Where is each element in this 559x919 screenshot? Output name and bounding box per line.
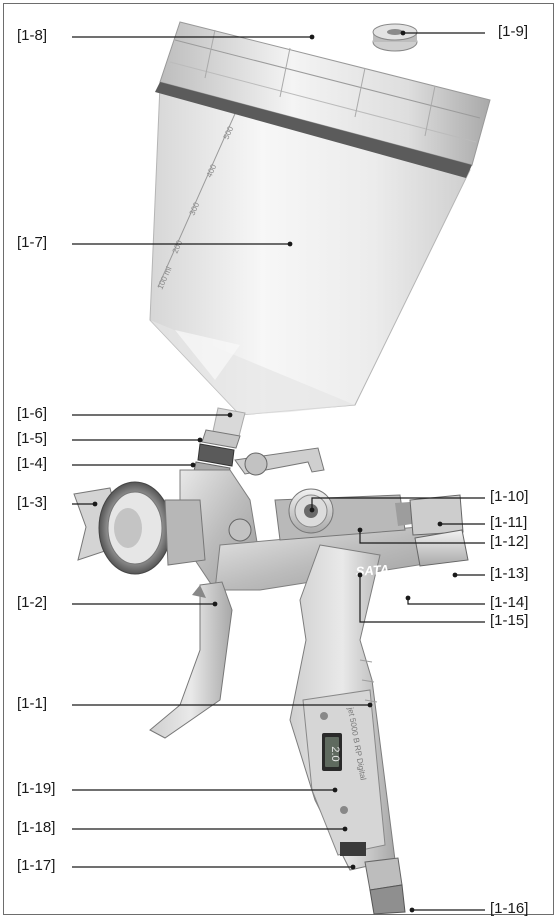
label-1-13: [1-13] bbox=[490, 565, 529, 582]
label-1-6: [1-6] bbox=[17, 405, 48, 422]
leader-dots bbox=[92, 30, 458, 913]
label-1-5: [1-5] bbox=[17, 430, 48, 447]
leader-lines bbox=[72, 32, 485, 911]
label-1-18: [1-18] bbox=[17, 819, 56, 836]
label-1-8: [1-8] bbox=[17, 27, 48, 44]
label-1-15: [1-15] bbox=[490, 612, 529, 629]
label-1-3: [1-3] bbox=[17, 494, 48, 511]
label-1-16: [1-16] bbox=[490, 900, 529, 917]
label-1-12: [1-12] bbox=[490, 533, 529, 550]
air-cap bbox=[73, 481, 206, 575]
battery-cap bbox=[340, 842, 366, 856]
air-connector bbox=[364, 857, 406, 915]
brand-logo: SATA bbox=[355, 562, 389, 579]
cup-lid bbox=[155, 21, 491, 178]
handle: 2.0 jet 5000 B RP Digital bbox=[289, 544, 396, 871]
label-1-9: [1-9] bbox=[498, 23, 529, 40]
display-value: 2.0 bbox=[329, 746, 341, 761]
label-1-14: [1-14] bbox=[490, 594, 529, 611]
lid-vent-cap bbox=[372, 23, 418, 52]
label-1-11: [1-11] bbox=[490, 514, 528, 531]
paint-cup bbox=[149, 84, 471, 441]
trigger bbox=[149, 581, 233, 739]
label-1-1: [1-1] bbox=[17, 695, 48, 712]
label-1-19: [1-19] bbox=[17, 780, 56, 797]
label-1-2: [1-2] bbox=[17, 594, 48, 611]
diagram-frame bbox=[3, 3, 554, 915]
label-1-10: [1-10] bbox=[490, 488, 529, 505]
label-1-17: [1-17] bbox=[17, 857, 56, 874]
label-1-4: [1-4] bbox=[17, 455, 48, 472]
label-1-7: [1-7] bbox=[17, 234, 48, 251]
